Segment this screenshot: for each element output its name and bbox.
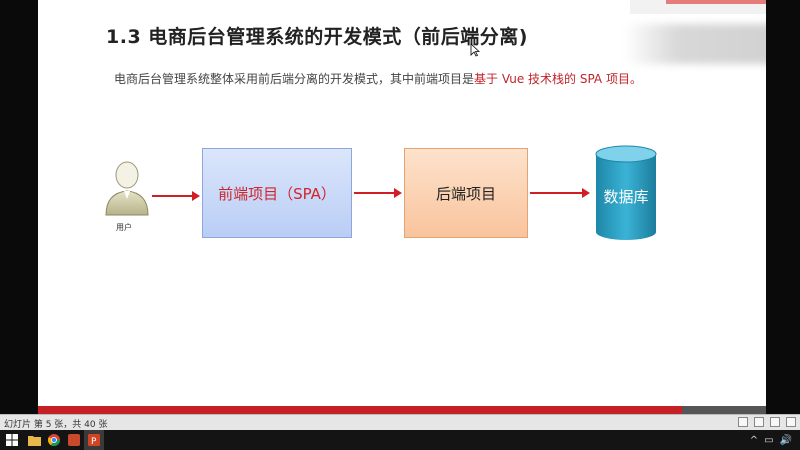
slide-counter: 幻灯片 第 5 张，共 40 张 xyxy=(4,420,108,430)
backend-label: 后端项目 xyxy=(435,184,496,203)
view-buttons xyxy=(738,417,796,427)
arrow-frontend-to-backend xyxy=(354,188,402,198)
arrow-user-to-frontend xyxy=(152,191,200,201)
svg-text:P: P xyxy=(91,437,97,446)
blurred-overlay xyxy=(630,0,766,14)
slide-title: 1.3 电商后台管理系统的开发模式（前后端分离) xyxy=(106,26,528,48)
frontend-label: 前端项目（SPA） xyxy=(218,184,336,203)
slide-canvas: 1.3 电商后台管理系统的开发模式（前后端分离) 电商后台管理系统整体采用前后端… xyxy=(38,0,766,410)
powerpoint-statusbar: 幻灯片 第 5 张，共 40 张 xyxy=(0,414,800,430)
blurred-overlay-side xyxy=(624,24,766,64)
normal-view-button[interactable] xyxy=(738,417,748,427)
description-text: 电商后台管理系统整体采用前后端分离的开发模式，其中前端项目是 xyxy=(114,72,475,86)
chrome-icon[interactable] xyxy=(44,430,64,450)
tray-network-icon[interactable]: ▭ xyxy=(764,434,774,446)
slide-description: 电商后台管理系统整体采用前后端分离的开发模式，其中前端项目是基于 Vue 技术栈… xyxy=(114,70,642,87)
mouse-cursor-icon xyxy=(470,43,480,57)
database-label: 数据库 xyxy=(603,188,649,206)
slide-sorter-button[interactable] xyxy=(754,417,764,427)
user-label: 用户 xyxy=(116,223,132,232)
slide-footer-bar xyxy=(38,406,682,414)
folder-icon[interactable] xyxy=(24,430,44,450)
tray-volume-icon[interactable]: 🔊 xyxy=(779,434,792,446)
frontend-box: 前端项目（SPA） xyxy=(202,148,352,238)
slide-footer-bar-gray xyxy=(682,406,766,414)
powerpoint-icon[interactable]: P xyxy=(84,430,104,450)
reading-view-button[interactable] xyxy=(770,417,780,427)
system-tray: ^ ▭ 🔊 xyxy=(750,435,800,446)
tray-expand-icon[interactable]: ^ xyxy=(749,434,759,446)
windows-logo-icon[interactable] xyxy=(0,430,24,450)
backend-box: 后端项目 xyxy=(404,148,528,238)
arrow-backend-to-database xyxy=(530,188,590,198)
database-icon xyxy=(595,145,657,240)
user-icon xyxy=(105,161,149,216)
app-icon[interactable] xyxy=(64,430,84,450)
windows-taskbar: P ^ ▭ 🔊 xyxy=(0,430,800,450)
slideshow-button[interactable] xyxy=(786,417,796,427)
description-highlight: 基于 Vue 技术栈的 SPA 项目。 xyxy=(474,72,642,86)
